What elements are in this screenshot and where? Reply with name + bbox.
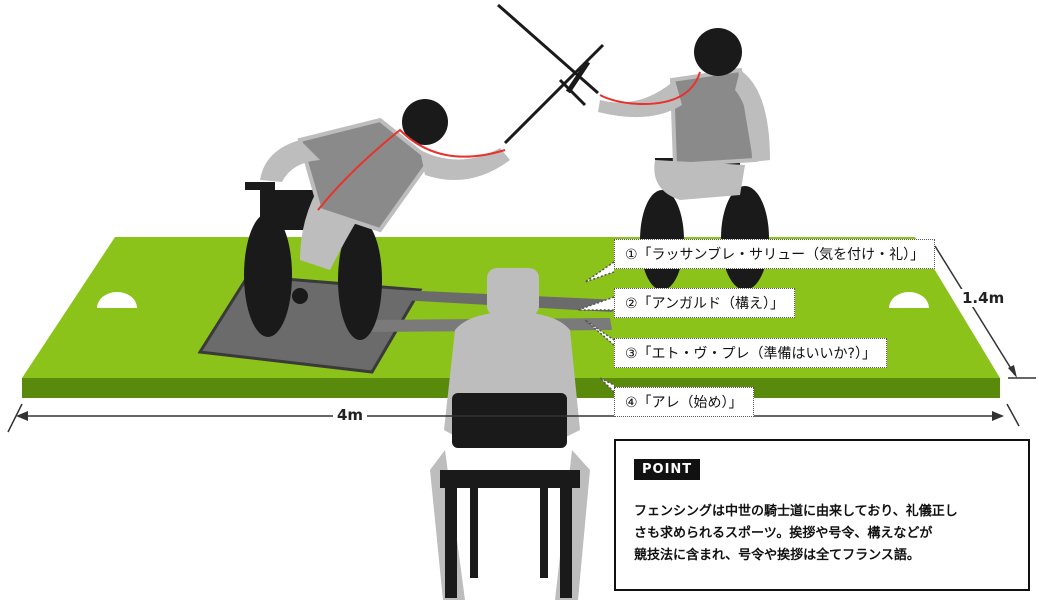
- callout-4: ④「アレ（始め）」: [614, 387, 754, 417]
- point-line: フェンシングは中世の騎士道に由来しており、礼儀正し: [634, 504, 958, 519]
- length-dimension: [7, 403, 1020, 433]
- callout-1: ①「ラッサンブレ・サリュー（気を付け・礼）」: [614, 239, 936, 269]
- point-line: さも求められるスポーツ。挨拶や号令、構えなどが: [634, 526, 933, 541]
- width-dimension: [934, 245, 1036, 379]
- callout-2: ②「アンガルド（構え）」: [614, 288, 795, 318]
- callout-pointers: [577, 261, 615, 393]
- left-fencer: [260, 99, 510, 270]
- piste-left-mark: [97, 292, 137, 308]
- swords: [497, 3, 605, 145]
- point-body: フェンシングは中世の騎士道に由来しており、礼儀正し さも求められるスポーツ。挨拶…: [634, 501, 1014, 567]
- point-title: POINT: [634, 459, 701, 480]
- point-line: 競技法に含まれ、号令や挨拶は全てフランス語。: [634, 548, 920, 563]
- callout-3: ③「エト・ヴ・プレ（準備はいいか?）」: [614, 338, 887, 368]
- width-label: 1.4m: [958, 289, 1009, 307]
- piste-right-mark: [889, 292, 929, 308]
- right-fencer: [598, 28, 770, 200]
- referee: [430, 268, 590, 600]
- length-label: 4m: [333, 406, 368, 424]
- point-box: POINT フェンシングは中世の騎士道に由来しており、礼儀正し さも求められるス…: [614, 439, 1030, 591]
